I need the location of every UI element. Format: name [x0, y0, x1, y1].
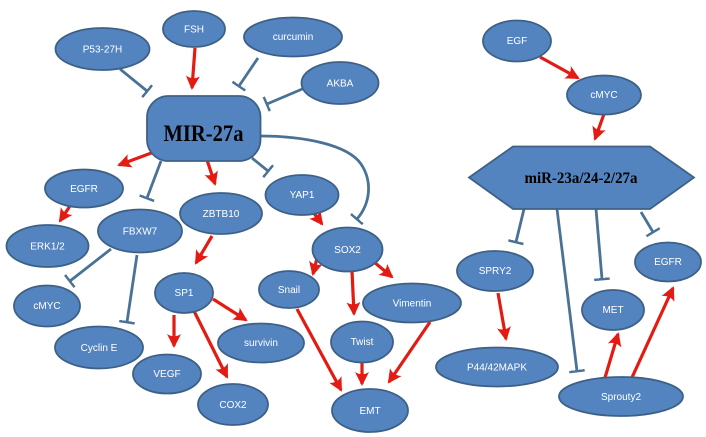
svg-text:Twist: Twist [351, 337, 374, 348]
svg-text:MET: MET [602, 305, 623, 316]
svg-text:curcumin: curcumin [273, 32, 314, 43]
svg-text:miR-23a/24-2/27a: miR-23a/24-2/27a [525, 170, 638, 187]
svg-text:FBXW7: FBXW7 [123, 227, 158, 238]
svg-text:MIR-27a: MIR-27a [164, 121, 244, 146]
svg-text:cMYC: cMYC [33, 301, 60, 312]
svg-text:EMT: EMT [359, 406, 380, 417]
svg-text:ZBTB10: ZBTB10 [203, 209, 240, 220]
svg-text:Sprouty2: Sprouty2 [601, 392, 641, 403]
svg-text:ERK1/2: ERK1/2 [30, 242, 65, 253]
svg-text:P53-27H: P53-27H [83, 45, 122, 56]
svg-text:FSH: FSH [184, 25, 204, 36]
svg-text:Snail: Snail [278, 285, 300, 296]
svg-text:EGF: EGF [507, 36, 528, 47]
svg-text:P44/42MAPK: P44/42MAPK [467, 363, 527, 374]
svg-text:SP1: SP1 [175, 288, 194, 299]
svg-text:SOX2: SOX2 [334, 245, 361, 256]
svg-text:COX2: COX2 [219, 400, 247, 411]
svg-text:cMYC: cMYC [590, 90, 617, 101]
svg-text:survivin: survivin [244, 338, 278, 349]
svg-text:SPRY2: SPRY2 [479, 266, 512, 277]
svg-text:VEGF: VEGF [153, 369, 180, 380]
svg-text:AKBA: AKBA [327, 79, 354, 90]
svg-text:EGFR: EGFR [70, 184, 98, 195]
svg-text:Cyclin E: Cyclin E [81, 343, 118, 354]
svg-text:EGFR: EGFR [654, 257, 682, 268]
svg-text:YAP1: YAP1 [290, 190, 315, 201]
svg-text:Vimentin: Vimentin [393, 299, 432, 310]
